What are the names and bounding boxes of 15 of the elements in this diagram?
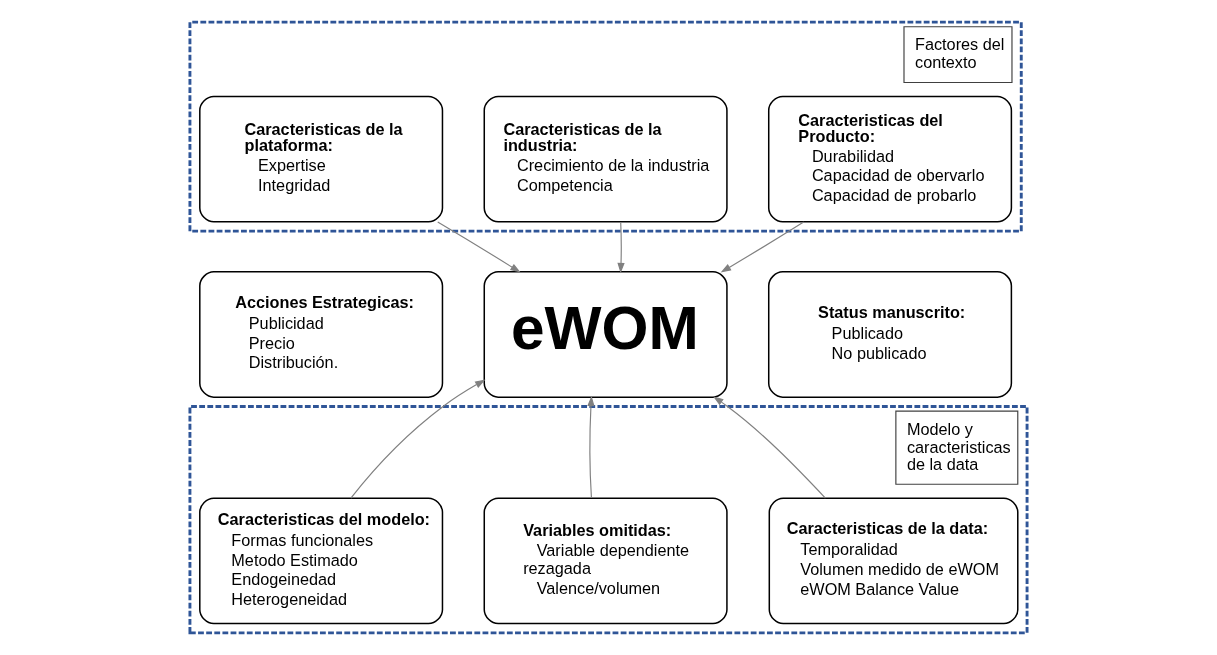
node-box: Caracteristicas del Producto: Durabilidad Capacidad de obervarlo Capacidad de probarlo [767, 95, 1013, 223]
arrow [437, 221, 521, 273]
node-box: Acciones Estrategicas: Publicidad Precio Distribución. [199, 271, 444, 398]
node-box: Variables omitidas: Variable dependiente rezagada Valence/volumen [483, 497, 728, 625]
arrow [617, 221, 625, 274]
node-box: Caracteristicas de la data: Temporalidad Volumen medido de eWOM eWOM Balance Value [768, 497, 1019, 625]
node-box: Caracteristicas de la industria: Crecimiento de la industria Competencia [483, 95, 728, 223]
node-box: Status manuscrito: Publicado No publicado [767, 271, 1013, 398]
arrow [720, 221, 805, 273]
node-box: Caracteristicas de la plataforma: Expertise Integridad [199, 95, 444, 223]
arrow [350, 379, 486, 499]
arrow [587, 395, 595, 499]
arrow [712, 396, 826, 499]
node-box: Caracteristicas del modelo: Formas funcionales Metodo Estimado Endogeinedad Heterogeneidad [199, 497, 444, 625]
node-box: eWOM [483, 271, 728, 398]
